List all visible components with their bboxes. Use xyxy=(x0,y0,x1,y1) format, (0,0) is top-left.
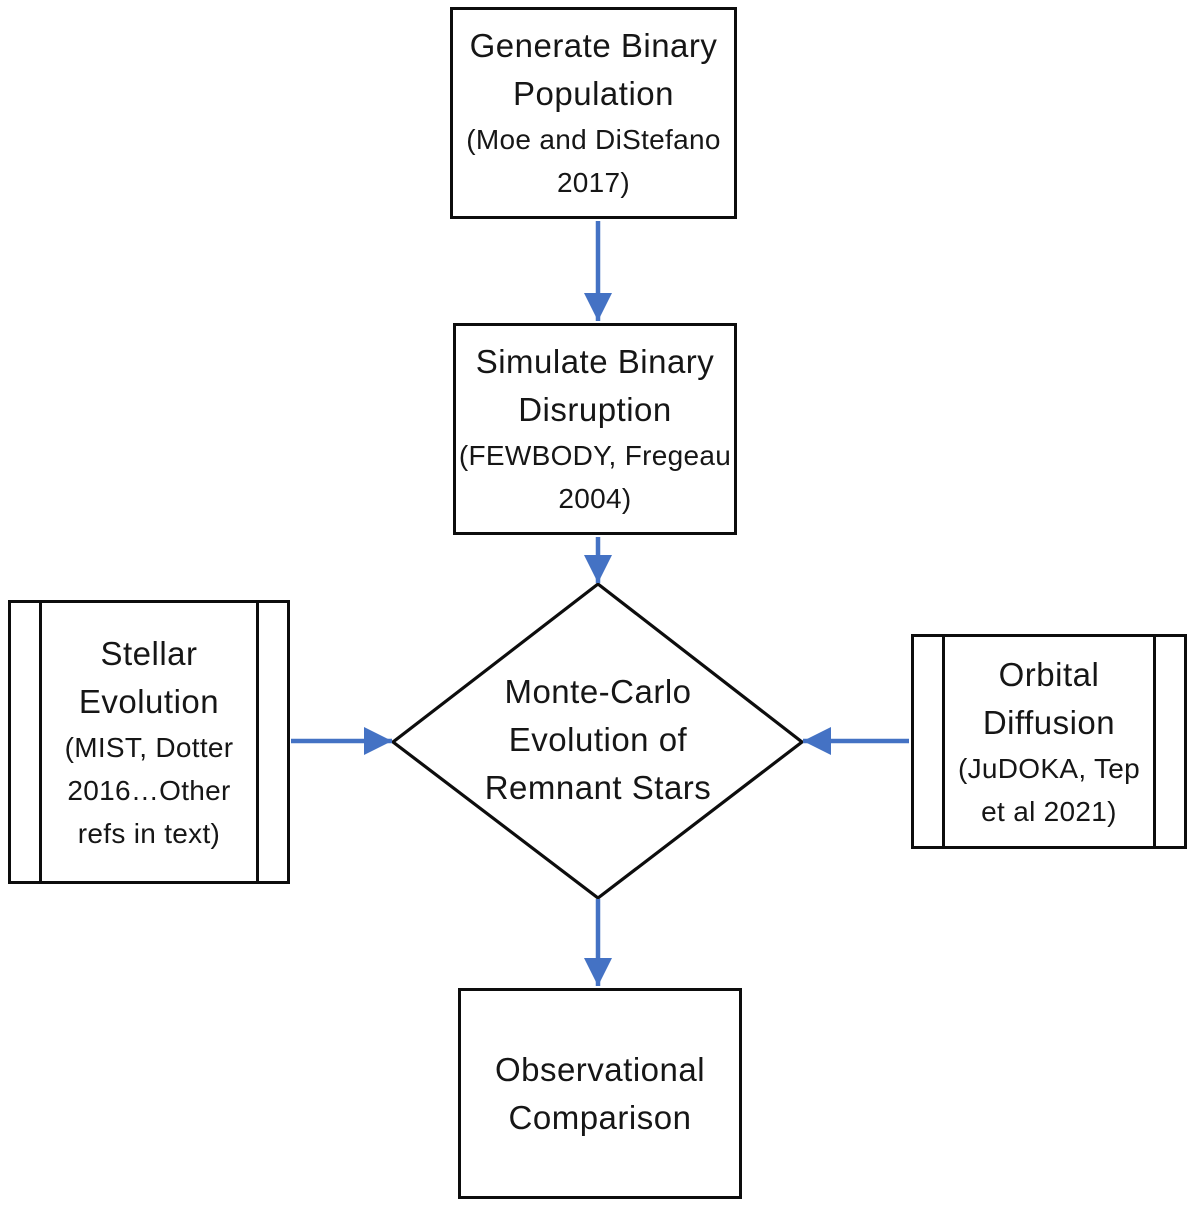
node-monte-carlo-evolution-label: Monte-Carlo Evolution of Remnant Stars xyxy=(484,673,712,806)
node-observational-comparison: Observational Comparison xyxy=(458,988,742,1199)
node-title: Generate Binary Population xyxy=(469,27,718,112)
node-title: Stellar Evolution xyxy=(78,634,220,720)
node-subtitle: (FEWBODY, Fregeau 2004) xyxy=(458,440,732,514)
node-generate-binary-population: Generate Binary Population (Moe and DiSt… xyxy=(450,7,737,219)
predefined-process-right-bar xyxy=(1153,637,1156,846)
predefined-process-left-bar xyxy=(942,637,945,846)
node-subtitle: (Moe and DiStefano 2017) xyxy=(466,124,721,198)
node-orbital-diffusion: Orbital Diffusion (JuDOKA, Tep et al 202… xyxy=(911,634,1187,849)
node-simulate-binary-disruption: Simulate Binary Disruption (FEWBODY, Fre… xyxy=(453,323,737,535)
node-title: Orbital Diffusion xyxy=(982,655,1116,741)
node-subtitle: (MIST, Dotter 2016…Other refs in text) xyxy=(64,731,234,849)
node-subtitle: (JuDOKA, Tep et al 2021) xyxy=(957,752,1141,827)
node-title: Simulate Binary Disruption xyxy=(475,343,715,428)
node-title: Observational Comparison xyxy=(494,1050,706,1136)
predefined-process-right-bar xyxy=(256,603,259,881)
predefined-process-left-bar xyxy=(39,603,42,881)
node-stellar-evolution: Stellar Evolution (MIST, Dotter 2016…Oth… xyxy=(8,600,290,884)
